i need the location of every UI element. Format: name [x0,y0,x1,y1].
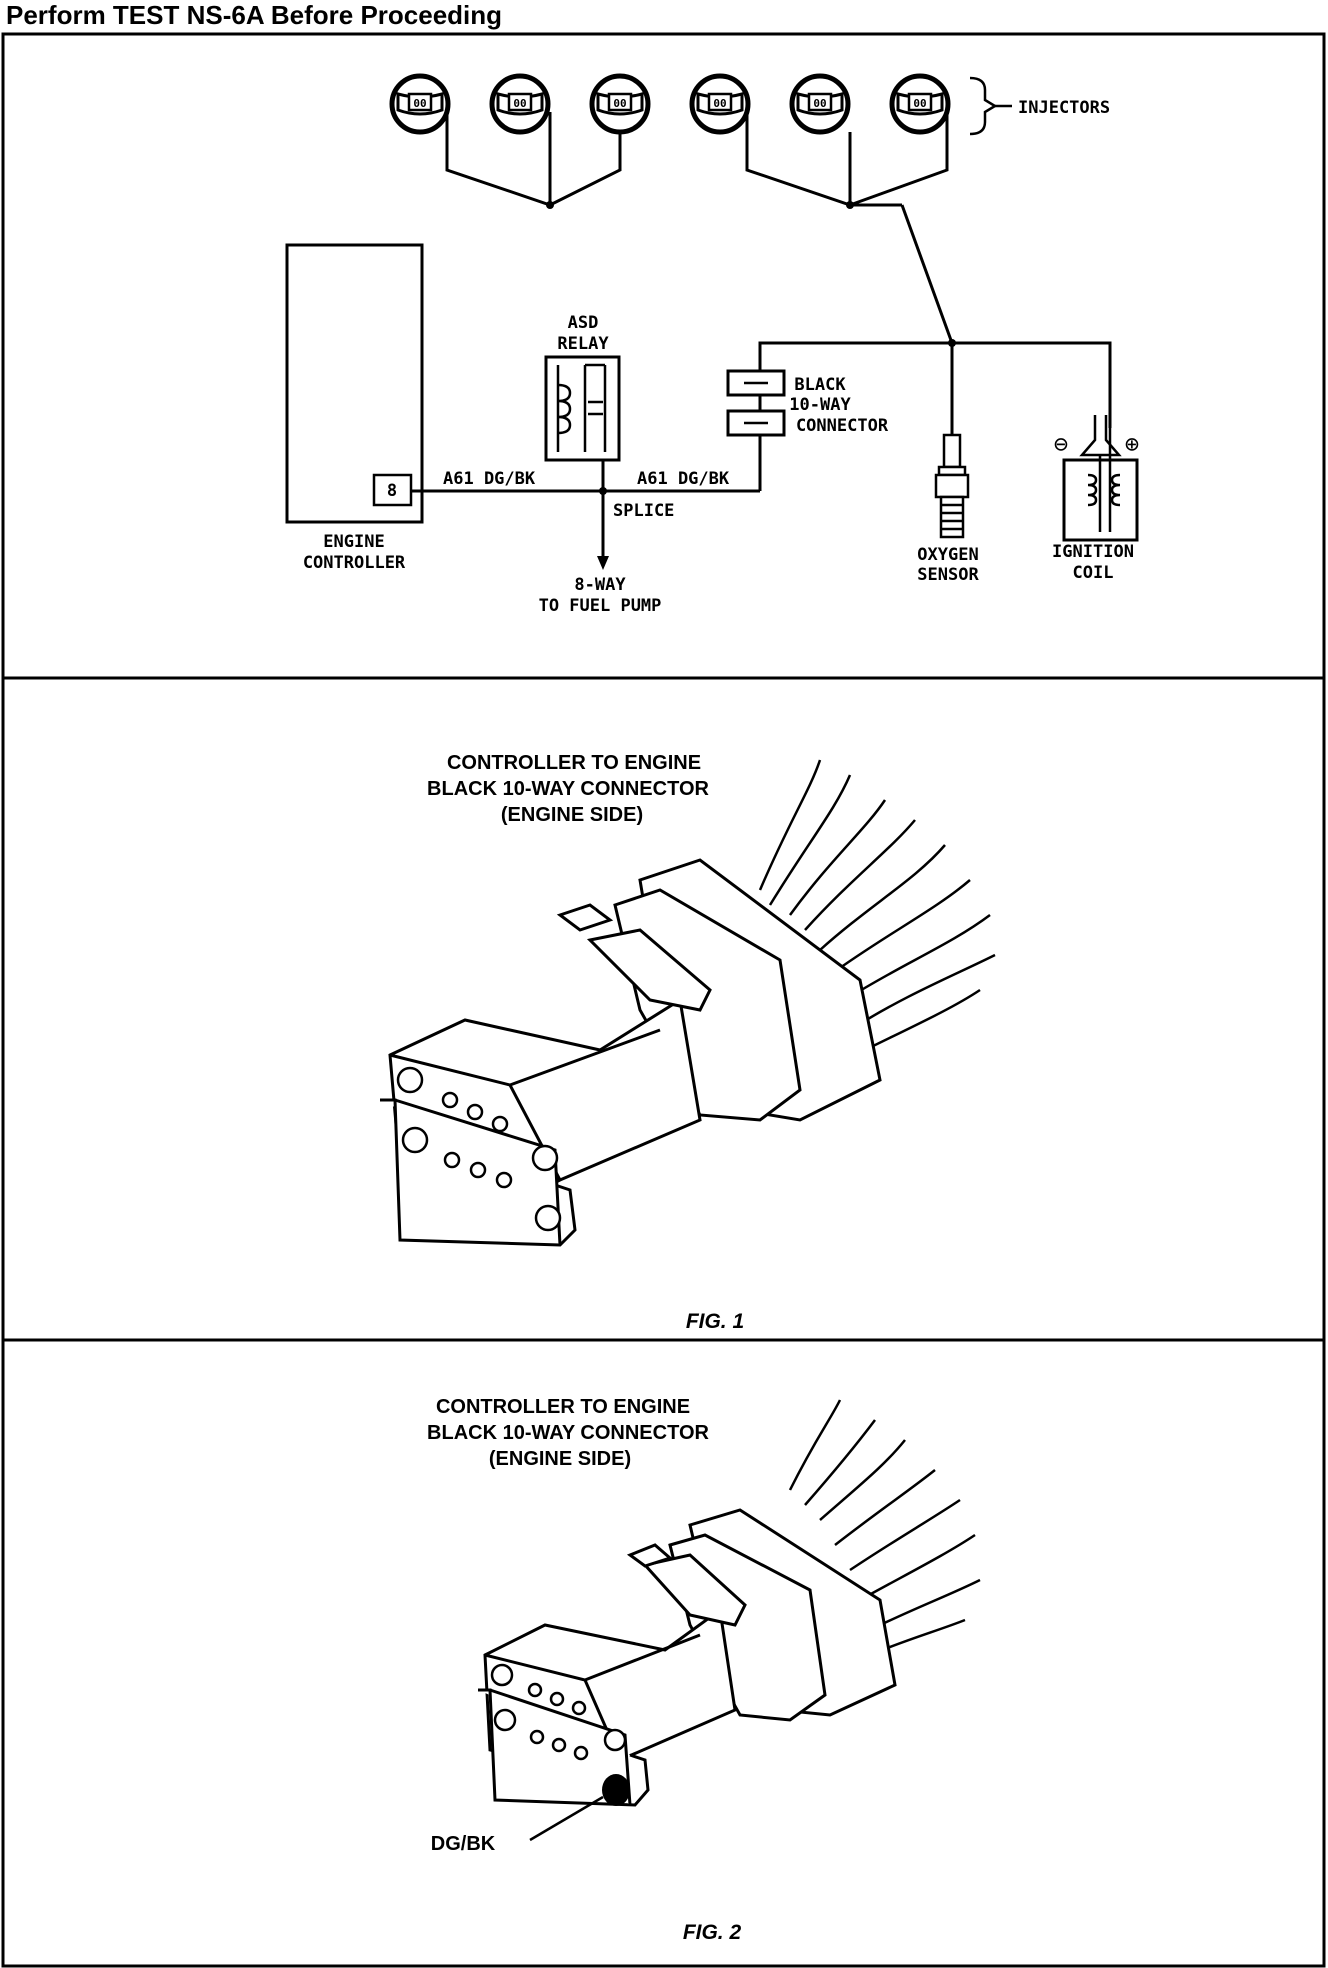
figure-1-label: FIG. 1 [686,1310,744,1333]
highlighted-pin-dg-bk [602,1774,630,1806]
oxygen-sensor-label: SENSOR [917,565,979,585]
engine-controller-label: ENGINE [323,532,384,552]
injector-icon [592,76,648,132]
injector-icon [492,76,548,132]
injector-wiring [445,112,954,344]
ignition-coil-label: IGNITION [1052,542,1134,562]
junction-dot [846,201,854,209]
figure-1-caption: BLACK 10-WAY CONNECTOR [427,778,709,800]
figure-2-label: FIG. 2 [683,1921,742,1944]
figure-1-caption: (ENGINE SIDE) [501,804,643,826]
wire-label-left: A61 DG/BK [443,469,536,489]
injector-bracket [969,76,998,136]
connector-body-icon [380,858,882,1247]
connector-wires [758,759,996,1057]
figure-2-caption: CONTROLLER TO ENGINE [436,1396,690,1418]
asd-relay-label: ASD [568,313,599,333]
minus-icon: ⊖ [1054,430,1068,458]
pin-holes [490,1663,627,1761]
injector-icon [392,76,448,132]
injector-icon [892,76,948,132]
pin-holes [396,1066,562,1232]
page-title: Perform TEST NS-6A Before Proceeding [6,0,503,30]
figure-2-caption: (ENGINE SIDE) [489,1448,631,1470]
connector-label: 10-WAY [789,395,851,415]
fuel-pump-label: TO FUEL PUMP [539,596,662,616]
connector-label: BLACK [794,375,846,395]
pin-leader-line [529,1795,604,1842]
wire-label-right: A61 DG/BK [637,469,730,489]
connector-label: CONNECTOR [796,416,889,436]
oxygen-sensor-label: OXYGEN [917,545,978,565]
figure-2-caption: BLACK 10-WAY CONNECTOR [427,1422,709,1444]
arrow-down-icon [597,556,609,570]
figure-2: CONTROLLER TO ENGINE BLACK 10-WAY CONNEC… [427,1396,981,1944]
fuel-pump-label: 8-WAY [574,575,626,595]
ignition-coil-label: COIL [1073,563,1114,583]
injectors-label: INJECTORS [1018,98,1110,118]
figure-1: CONTROLLER TO ENGINE BLACK 10-WAY CONNEC… [380,752,996,1333]
controller-pin-number: 8 [387,481,397,501]
connector-body-icon [478,1508,897,1807]
relay-coil-icon [556,363,607,452]
pin-label-dg-bk: DG/BK [431,1833,496,1855]
controller-pin-box [372,473,413,507]
junction-dot [546,201,554,209]
engine-controller-label: CONTROLLER [303,553,406,573]
connector-terminal [726,409,786,437]
oxygen-sensor-icon [934,433,970,539]
wiring-schematic: INJECTORS 8 ENGINE CONTROLLER A61 DG/BK … [285,76,1139,616]
asd-relay-label: RELAY [557,334,609,354]
plus-icon: ⊕ [1125,430,1139,458]
figure-1-caption: CONTROLLER TO ENGINE [447,752,701,774]
injector-icon [792,76,848,132]
outer-frame [1,32,1326,1968]
injector-icon [692,76,748,132]
splice-label: SPLICE [613,501,674,521]
ignition-coil-icon [1062,415,1139,542]
